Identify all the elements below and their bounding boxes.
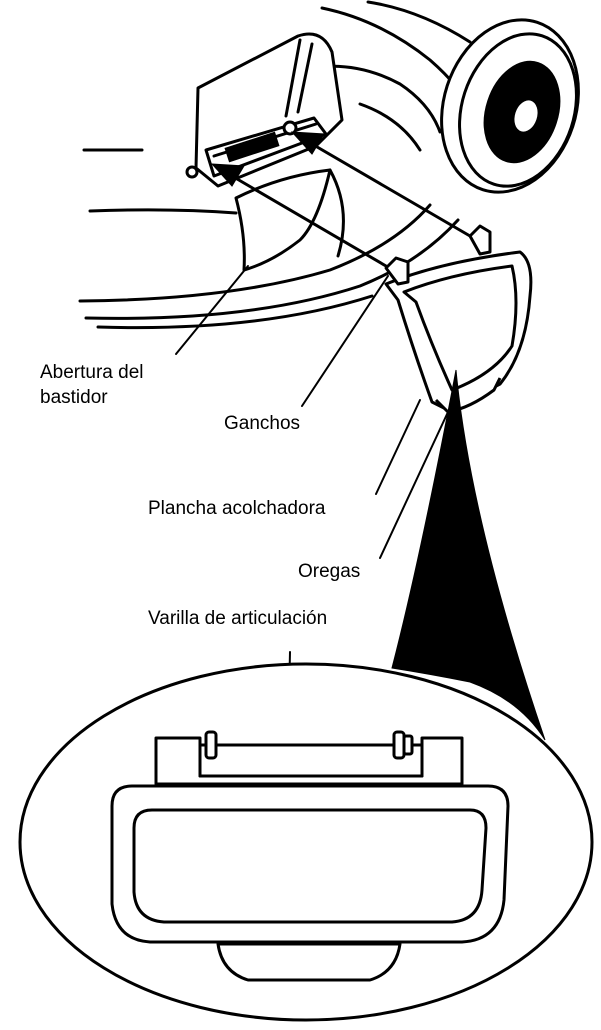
rear-chute-housing <box>187 34 342 186</box>
label-ears: Oregas <box>298 561 360 582</box>
leader-frame-opening <box>176 266 248 354</box>
arrow-shaft-right <box>312 144 470 236</box>
label-hinge-rod: Varilla de articulación <box>148 608 327 629</box>
detail-view <box>20 664 592 1020</box>
leader-hooks <box>302 276 388 406</box>
mulching-plate-exploded <box>386 226 531 412</box>
label-frame-opening-line2: bastidor <box>40 387 108 408</box>
label-mulching-plate: Plancha acolchadora <box>148 498 326 519</box>
leader-mulching-plate <box>376 400 420 494</box>
hook-right <box>470 226 490 254</box>
label-frame-opening-line1: Abertura del <box>40 362 144 383</box>
rear-wheel <box>420 2 600 210</box>
hook-left <box>386 258 408 284</box>
label-hooks: Ganchos <box>224 413 300 434</box>
frame-opening <box>236 170 343 270</box>
